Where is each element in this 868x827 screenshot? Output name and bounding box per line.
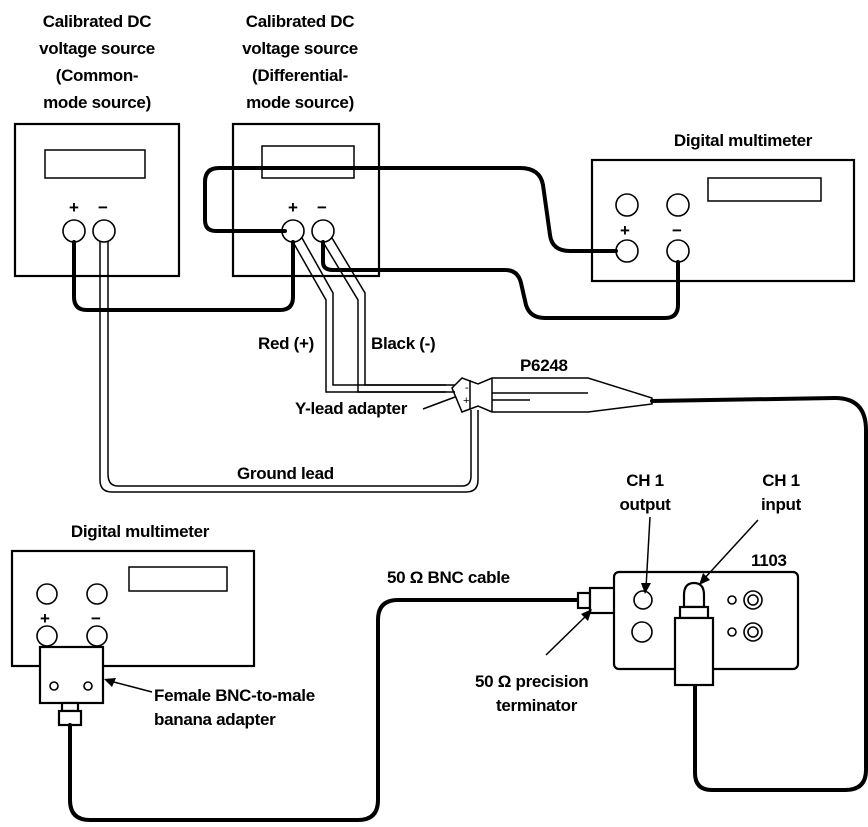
bottom-dmm-plus-jack (36, 625, 58, 647)
p6248-probe: - + (451, 377, 653, 413)
ch1-input-label-1: CH 1 (762, 471, 800, 490)
dm-source-title: Calibrated DC voltage source (Differenti… (242, 12, 358, 112)
dm-minus-label: − (317, 198, 327, 217)
ch1-input-pointer (702, 519, 759, 581)
top-dmm-display (707, 177, 822, 202)
common-mode-source: + − (13, 122, 181, 278)
svg-text:voltage source: voltage source (39, 39, 155, 58)
bottom-dmm-title: Digital multimeter (71, 522, 210, 541)
black-lead (322, 241, 455, 393)
cm-minus-jack (92, 219, 116, 243)
svg-text:Calibrated DC: Calibrated DC (246, 12, 355, 31)
svg-text:mode source): mode source) (43, 93, 151, 112)
bottom-digital-multimeter: + − (10, 549, 256, 668)
probe-plus-mark: + (463, 395, 469, 407)
wire-dm-plus-to-dmm-plus (203, 166, 618, 253)
svg-text:(Differential-: (Differential- (252, 66, 348, 85)
wire-dm-minus-to-dmm-minus (321, 240, 680, 320)
banana-adapter-pointer (109, 680, 153, 693)
top-dmm-knob-2 (666, 193, 690, 217)
cm-plus-jack (62, 219, 86, 243)
ch1-input-connector (682, 581, 706, 609)
dm-minus-jack (311, 219, 335, 243)
probe-cable (650, 396, 868, 792)
bottom-dmm-display (128, 566, 228, 592)
top-dmm-plus-label: + (620, 221, 630, 240)
svg-text:voltage source: voltage source (242, 39, 358, 58)
top-dmm-minus-label: − (672, 221, 682, 240)
top-dmm-knob-1 (615, 193, 639, 217)
bnc-cable (68, 598, 580, 822)
svg-text:Calibrated DC: Calibrated DC (43, 12, 152, 31)
bottom-dmm-plus-label: + (40, 609, 50, 628)
1103-amplifier (612, 570, 800, 687)
cm-source-title: Calibrated DC voltage source (Common- mo… (39, 12, 155, 112)
ground-lead (99, 242, 479, 493)
amp-knob (631, 621, 653, 643)
top-dmm-minus-jack (666, 239, 690, 263)
bottom-dmm-minus-label: − (91, 609, 101, 628)
ch1-output-label-1: CH 1 (626, 471, 664, 490)
probe-label: P6248 (520, 356, 568, 375)
top-digital-multimeter: + − (590, 158, 856, 283)
y-lead-pointer (422, 396, 456, 410)
top-dmm-title: Digital multimeter (674, 131, 813, 150)
cm-display (44, 149, 146, 179)
svg-text:mode source): mode source) (246, 93, 354, 112)
bottom-dmm-knob-2 (86, 583, 108, 605)
terminator-label-2: terminator (496, 696, 578, 715)
terminator-pointer (545, 613, 589, 656)
ch1-input-label-2: input (761, 495, 802, 514)
ground-lead-label: Ground lead (237, 464, 334, 483)
amp-model-label: 1103 (751, 551, 787, 570)
cm-plus-label: + (69, 198, 79, 217)
ch1-output-pointer (645, 516, 651, 589)
svg-text:(Common-: (Common- (56, 66, 139, 85)
y-lead-label: Y-lead adapter (295, 399, 408, 418)
terminator-label-1: 50 Ω precision (475, 672, 588, 691)
wire-cm-plus-to-dm-plus (72, 240, 295, 312)
cm-minus-label: − (98, 198, 108, 217)
bottom-dmm-minus-jack (86, 625, 108, 647)
black-lead-label: Black (-) (371, 334, 435, 353)
probe-minus-mark: - (465, 382, 469, 394)
differential-mode-source: + − (231, 122, 381, 278)
ch1-output-label-2: output (619, 495, 671, 514)
dm-plus-label: + (288, 198, 298, 217)
ch1-output-connector (633, 590, 653, 610)
bottom-dmm-knob-1 (36, 583, 58, 605)
banana-adapter-label-1: Female BNC-to-male (154, 686, 315, 705)
dm-display (261, 145, 355, 179)
red-lead-label: Red (+) (258, 334, 314, 353)
bnc-cable-label: 50 Ω BNC cable (387, 568, 510, 587)
top-dmm-plus-jack (615, 239, 639, 263)
bnc-to-banana-adapter (38, 645, 105, 727)
banana-adapter-label-2: banana adapter (154, 710, 276, 729)
